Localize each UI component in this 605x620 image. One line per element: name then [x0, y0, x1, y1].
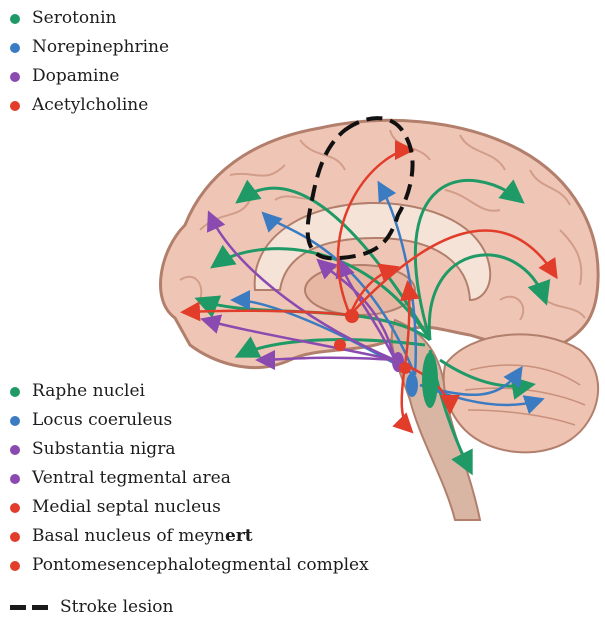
basal-nucleus-dot-icon	[10, 532, 20, 542]
basal-nucleus-label-bold: ert	[225, 526, 253, 546]
medial-septal-nucleus-marker	[345, 309, 359, 323]
legend-label-ventral-tegmental-area: Ventral tegmental area	[32, 470, 231, 487]
source-nuclei-legend: Raphe nuclei Locus coeruleus Substantia …	[10, 377, 369, 580]
locus-coeruleus-dot-icon	[10, 416, 20, 426]
ventral-tegmental-dot-icon	[10, 474, 20, 484]
legend-item-pontomesencephalotegmental: Pontomesencephalotegmental complex	[10, 551, 369, 580]
legend-label-raphe-nuclei: Raphe nuclei	[32, 383, 145, 400]
substantia-nigra-dot-icon	[10, 445, 20, 455]
legend-label-locus-coeruleus: Locus coeruleus	[32, 412, 172, 429]
legend-label-substantia-nigra: Substantia nigra	[32, 441, 175, 458]
raphe-dot-icon	[10, 387, 20, 397]
legend-label-pontomesencephalotegmental: Pontomesencephalotegmental complex	[32, 557, 369, 574]
lesion-dash-icon	[32, 605, 48, 610]
legend-item-basal-nucleus: Basal nucleus of meynert	[10, 522, 369, 551]
raphe-nuclei-marker	[422, 352, 438, 408]
legend-label-medial-septal-nucleus: Medial septal nucleus	[32, 499, 221, 516]
legend-item-substantia-nigra: Substantia nigra	[10, 435, 369, 464]
legend-item-medial-septal-nucleus: Medial septal nucleus	[10, 493, 369, 522]
basal-nucleus-label-prefix: Basal nucleus of meyn	[32, 526, 225, 546]
pontomesencephalotegmental-marker	[399, 362, 411, 374]
basal-nucleus-marker	[334, 339, 346, 351]
medial-septal-dot-icon	[10, 503, 20, 513]
lesion-dash-icon	[10, 605, 26, 610]
stroke-lesion-legend: Stroke lesion	[10, 594, 173, 620]
legend-item-locus-coeruleus: Locus coeruleus	[10, 406, 369, 435]
legend-item-raphe-nuclei: Raphe nuclei	[10, 377, 369, 406]
legend-label-basal-nucleus: Basal nucleus of meynert	[32, 528, 253, 545]
pontomesencephalotegmental-dot-icon	[10, 561, 20, 571]
locus-coeruleus-marker	[406, 373, 418, 397]
legend-item-ventral-tegmental-area: Ventral tegmental area	[10, 464, 369, 493]
legend-label-stroke-lesion: Stroke lesion	[60, 599, 173, 616]
